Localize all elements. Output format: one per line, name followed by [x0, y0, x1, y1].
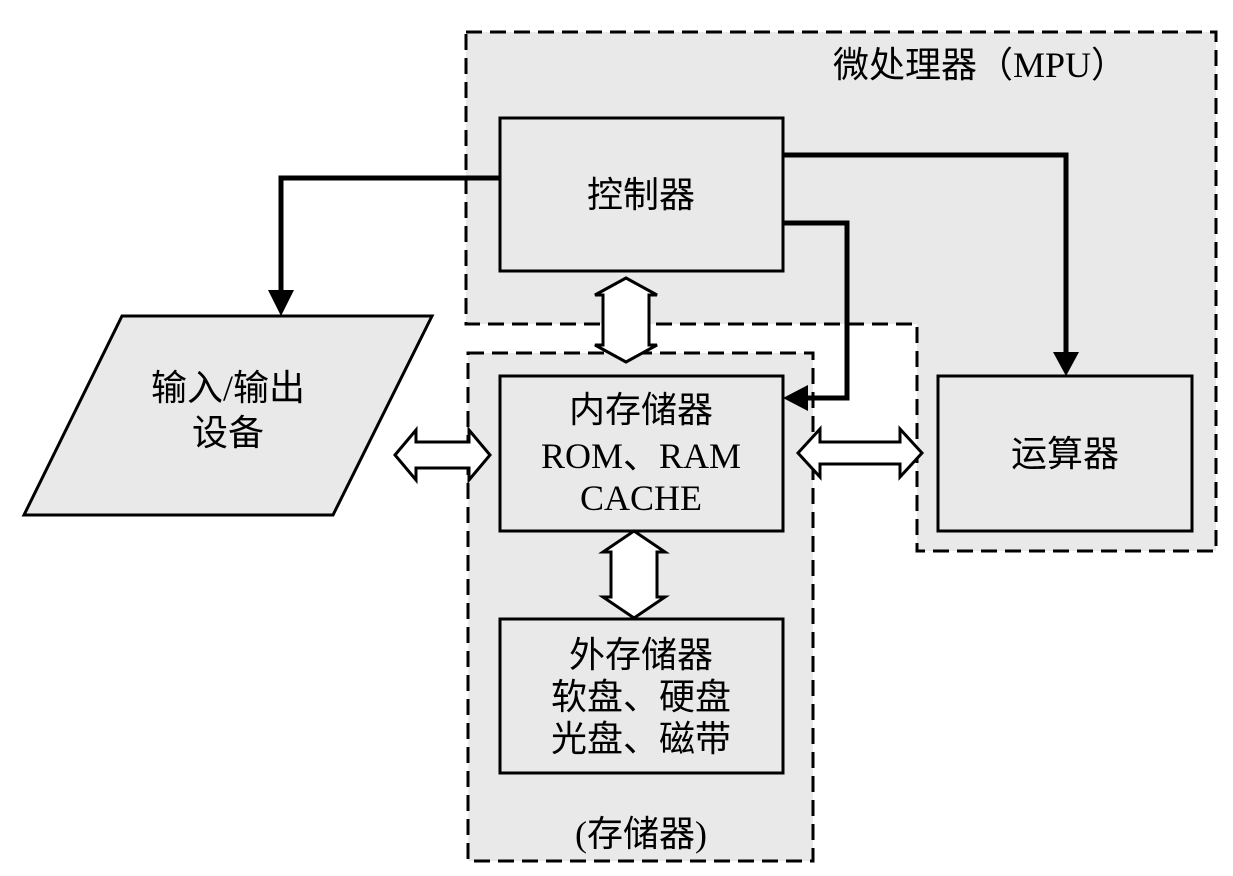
alu-box [936, 374, 1194, 533]
internal-memory-line3: CACHE [580, 478, 702, 518]
bus-arrow-io-internal-memory [393, 425, 492, 485]
arrowhead-alu [1053, 352, 1079, 376]
external-memory-line1: 外存储器 [569, 635, 713, 675]
controller-box [498, 116, 785, 273]
io-device-line2: 设备 [192, 413, 264, 453]
control-arrow-to-alu [783, 152, 1069, 354]
internal-memory-box [498, 374, 785, 533]
alu-label: 运算器 [1011, 434, 1119, 474]
control-arrows [278, 152, 1069, 401]
arrowheads [268, 290, 1079, 411]
external-memory-line3: 光盘、磁带 [551, 719, 731, 759]
external-memory-box [498, 617, 785, 775]
mpu-title: 微处理器（MPU） [833, 45, 1127, 85]
bus-arrow-internal-memory-alu [795, 425, 925, 481]
internal-memory-line2: ROM、RAM [541, 436, 741, 476]
control-arrow-to-io [278, 175, 500, 292]
controller-label: 控制器 [587, 175, 695, 215]
io-device-shape [21, 314, 435, 517]
bus-arrow-internal-external-memory [598, 529, 670, 620]
bus-arrow-controller-internal-memory [594, 276, 658, 364]
external-memory-line2: 软盘、硬盘 [551, 677, 731, 717]
bus-arrows [393, 276, 925, 620]
io-device-line1: 输入/输出 [151, 368, 305, 408]
control-arrow-to-internal-memory [783, 220, 850, 401]
memory-group-title: (存储器) [575, 814, 707, 854]
arrowhead-internal-memory [783, 385, 808, 411]
internal-memory-line1: 内存储器 [569, 390, 713, 430]
arrowhead-io [268, 290, 294, 316]
